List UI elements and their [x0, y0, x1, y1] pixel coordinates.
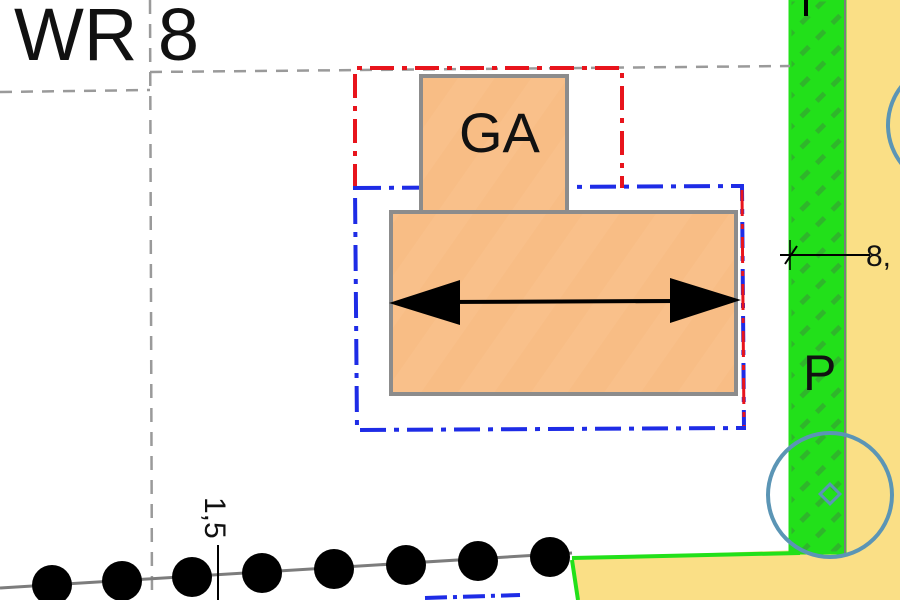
garage-envelope	[353, 66, 624, 188]
boundary-dash-vertical	[148, 0, 154, 600]
street-edge-line	[570, 559, 580, 600]
tree-icon	[766, 431, 894, 559]
envelope-fragment-bottom	[424, 593, 521, 600]
garage-label: GA	[459, 101, 541, 164]
zone-label: WR 8	[14, 0, 199, 76]
building-envelope-red-edge	[740, 189, 746, 427]
building-envelope	[352, 183, 747, 433]
dimension-label-bottom: 1,5	[198, 497, 231, 539]
garage-building	[419, 74, 569, 216]
boundary-dot-row	[32, 537, 570, 600]
dimension-line-right	[780, 240, 870, 270]
green-strip	[788, 0, 847, 555]
ridge-direction-arrow	[389, 278, 741, 325]
street-area-bottom	[572, 540, 900, 600]
dimension-label-right: 8,	[866, 240, 891, 273]
street-edge-line-2	[571, 551, 801, 560]
tree-icon-top	[886, 85, 900, 165]
boundary-dash-left-top	[0, 88, 151, 94]
parking-label: P	[803, 345, 836, 401]
